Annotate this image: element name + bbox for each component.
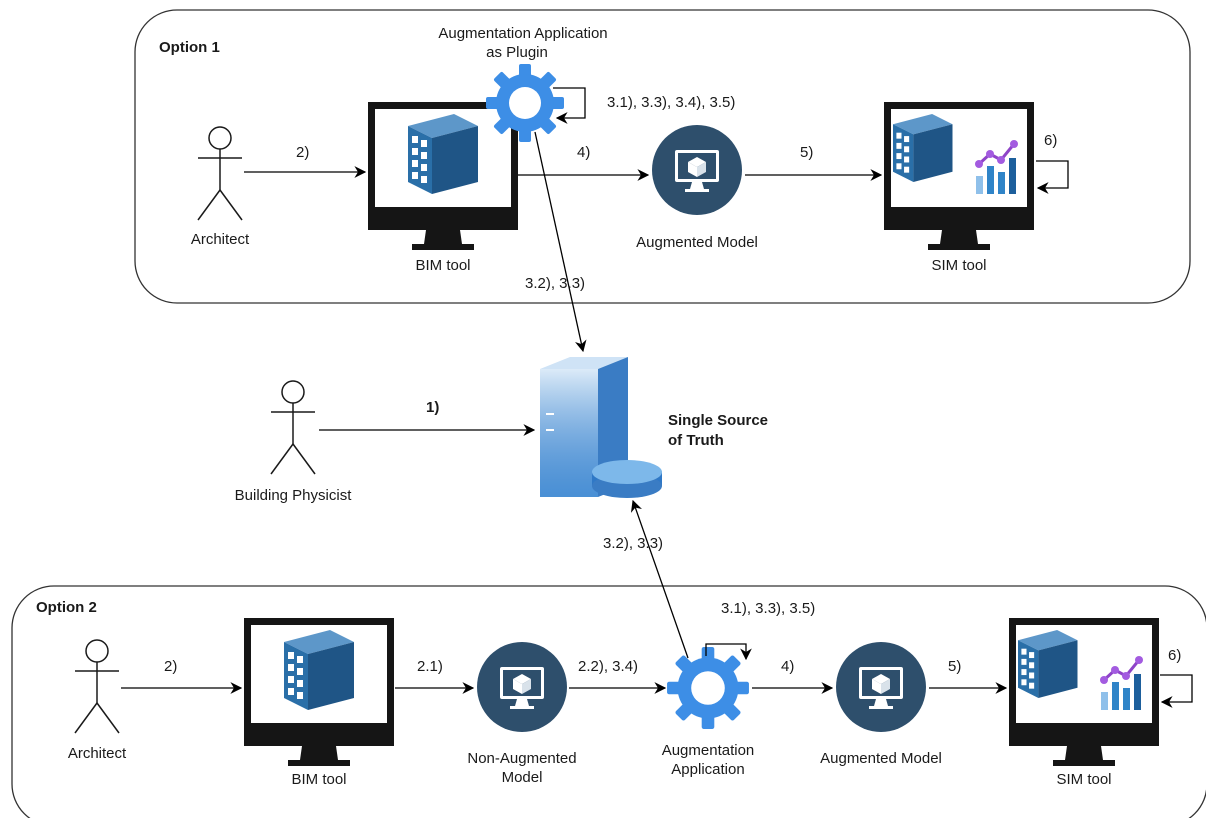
augmentation-gear-icon [667, 647, 749, 729]
edge-label-bim-nonaugmented: 2.1) [417, 658, 443, 675]
augmented-model2-icon [836, 642, 926, 732]
edge-sim2-self [1160, 674, 1193, 708]
edge-label-augmented-sim-2: 5) [948, 658, 962, 675]
ssot-label-line1: Single Source [668, 412, 769, 429]
database-disc-icon [592, 460, 662, 498]
architect2-actor-icon [74, 639, 120, 734]
sim2-building-icon [1018, 630, 1078, 698]
edge-sim-self [1036, 160, 1069, 194]
ssot-label-line2: of Truth [668, 432, 724, 449]
non-augmented-model-icon [477, 642, 567, 732]
augmented-model-label-2: Augmented Model [820, 750, 942, 767]
building-icon [408, 114, 478, 194]
augmentation-label-line2: Application [671, 761, 745, 778]
edge-label-sim-self-1: 6) [1044, 132, 1058, 149]
architect-label-2: Architect [67, 745, 127, 762]
non-augmented-label-line2: Model [501, 769, 543, 786]
edge-label-plugin-self: 3.1), 3.3), 3.4), 3.5) [607, 94, 736, 111]
plugin-label-line2: as Plugin [486, 44, 548, 61]
edge-label-architect-bim-1: 2) [296, 144, 310, 161]
augmented-model-icon [652, 125, 742, 215]
bim-tool-label-2: BIM tool [291, 771, 347, 788]
edge-label-augmentation-self: 3.1), 3.3), 3.5) [721, 600, 816, 617]
option1-title: Option 1 [159, 39, 220, 56]
edge-plugin-self [553, 87, 586, 124]
building-physicist-actor-icon [270, 380, 316, 475]
edge-label-augmentation-ssot: 3.2), 3.3) [603, 535, 664, 552]
architect-actor-icon [197, 126, 243, 221]
edge-label-bim-augmented-1: 4) [577, 144, 591, 161]
edge-label-nonaugmented-augmentation: 2.2), 3.4) [578, 658, 639, 675]
sim-tool-label-1: SIM tool [931, 257, 987, 274]
sim-building-icon [893, 114, 953, 182]
option1-container [134, 9, 1191, 304]
building2-icon [284, 630, 354, 710]
option2-container [11, 585, 1206, 818]
augmented-model-label-1: Augmented Model [636, 234, 758, 251]
building-physicist-label: Building Physicist [234, 487, 352, 504]
edge-plugin-ssot [534, 131, 587, 353]
edge-label-augmented-sim-1: 5) [800, 144, 814, 161]
edge-augmentation-self [705, 643, 752, 661]
augmentation-label-line1: Augmentation [661, 742, 755, 759]
edge-label-architect-bim-2: 2) [164, 658, 178, 675]
bim-tool-label-1: BIM tool [415, 257, 471, 274]
non-augmented-label-line1: Non-Augmented [467, 750, 577, 767]
edge-augmentation-ssot [630, 499, 689, 659]
plugin-gear-icon [486, 64, 564, 142]
edge-label-plugin-ssot: 3.2), 3.3) [525, 275, 586, 292]
edge-label-augmentation-augmented: 4) [781, 658, 795, 675]
plugin-label-line1: Augmentation Application [438, 25, 608, 42]
edge-label-sim-self-2: 6) [1168, 647, 1182, 664]
edge-label-physicist-ssot: 1) [426, 399, 440, 416]
sim-tool-label-2: SIM tool [1056, 771, 1112, 788]
architect-label-1: Architect [190, 231, 250, 248]
option2-title: Option 2 [36, 599, 97, 616]
